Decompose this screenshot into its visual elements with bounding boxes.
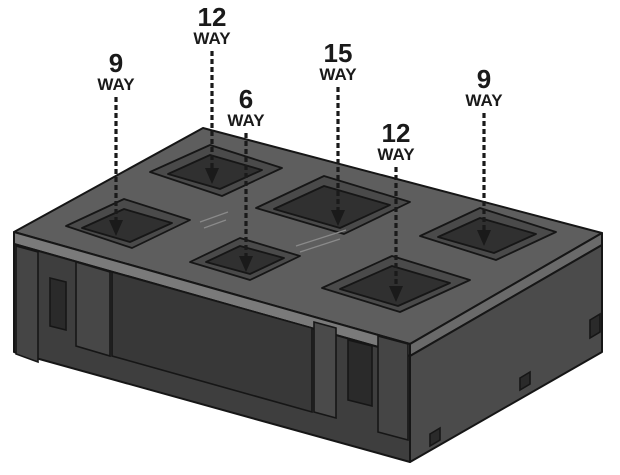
- emboss-mark-1: [199, 211, 229, 229]
- callout-15-way: 15 WAY: [319, 38, 357, 226]
- latch-right-slot: [347, 338, 373, 408]
- callout-number: 15: [324, 38, 353, 68]
- cavity-9-way-left: [65, 198, 191, 249]
- arrow-head-icon: [205, 168, 219, 184]
- embossed-marks: [199, 211, 347, 253]
- callout-unit: WAY: [465, 91, 503, 110]
- front-face-details: [15, 244, 601, 448]
- arrow-head-icon: [239, 256, 253, 272]
- callout-number: 12: [382, 118, 411, 148]
- callout-number: 12: [198, 2, 227, 32]
- front-rib: [313, 320, 337, 420]
- cavity-15-way-center: [255, 175, 411, 235]
- side-notch-2: [429, 426, 441, 448]
- callout-12-way-back: 12 WAY: [193, 2, 231, 184]
- side-notch-3: [589, 312, 601, 340]
- callout-9-way-right: 9 WAY: [465, 64, 503, 246]
- callout-unit: WAY: [377, 145, 415, 164]
- callout-number: 9: [109, 48, 123, 78]
- callout-unit: WAY: [97, 75, 135, 94]
- arrow-head-icon: [331, 210, 345, 226]
- callout-unit: WAY: [227, 111, 265, 130]
- front-recess: [75, 260, 111, 358]
- arrow-head-icon: [477, 230, 491, 246]
- callout-number: 6: [239, 84, 253, 114]
- latch-left: [15, 244, 39, 364]
- callout-unit: WAY: [319, 65, 357, 84]
- housing-side-face: [409, 244, 603, 463]
- callout-unit: WAY: [193, 29, 231, 48]
- emboss-mark-2: [295, 229, 347, 253]
- callout-number: 9: [477, 64, 491, 94]
- callout-12-way-front: 12 WAY: [377, 118, 415, 302]
- latch-left-slot: [49, 276, 67, 332]
- arrow-head-icon: [109, 220, 123, 236]
- callout-9-way-left: 9 WAY: [97, 48, 135, 236]
- callout-6-way: 6 WAY: [227, 84, 265, 272]
- side-notch-1: [519, 370, 531, 392]
- arrow-head-icon: [389, 286, 403, 302]
- front-panel: [111, 270, 313, 414]
- latch-right: [377, 334, 409, 442]
